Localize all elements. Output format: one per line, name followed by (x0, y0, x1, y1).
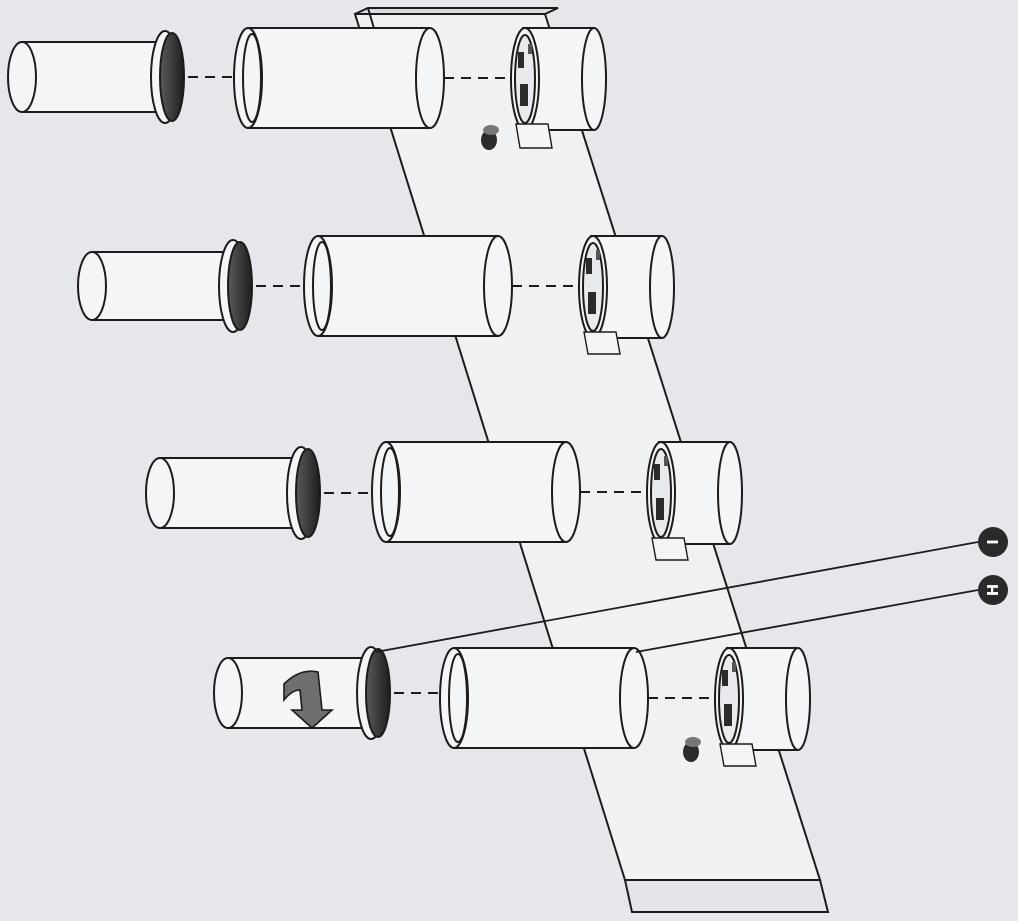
callout-h: H (978, 575, 1008, 605)
callout-leaders (375, 541, 979, 653)
callout-i: I (978, 527, 1008, 557)
assembly-row-2 (77, 235, 675, 355)
mounting-board (353, 7, 830, 913)
assembly-row-3 (145, 441, 743, 561)
callout-i-label: I (984, 539, 1002, 545)
assembly-row-1 (7, 27, 607, 150)
callout-h-label: H (984, 584, 1002, 597)
assembly-row-4 (213, 646, 811, 767)
curved-arrow-down-icon (283, 670, 335, 730)
